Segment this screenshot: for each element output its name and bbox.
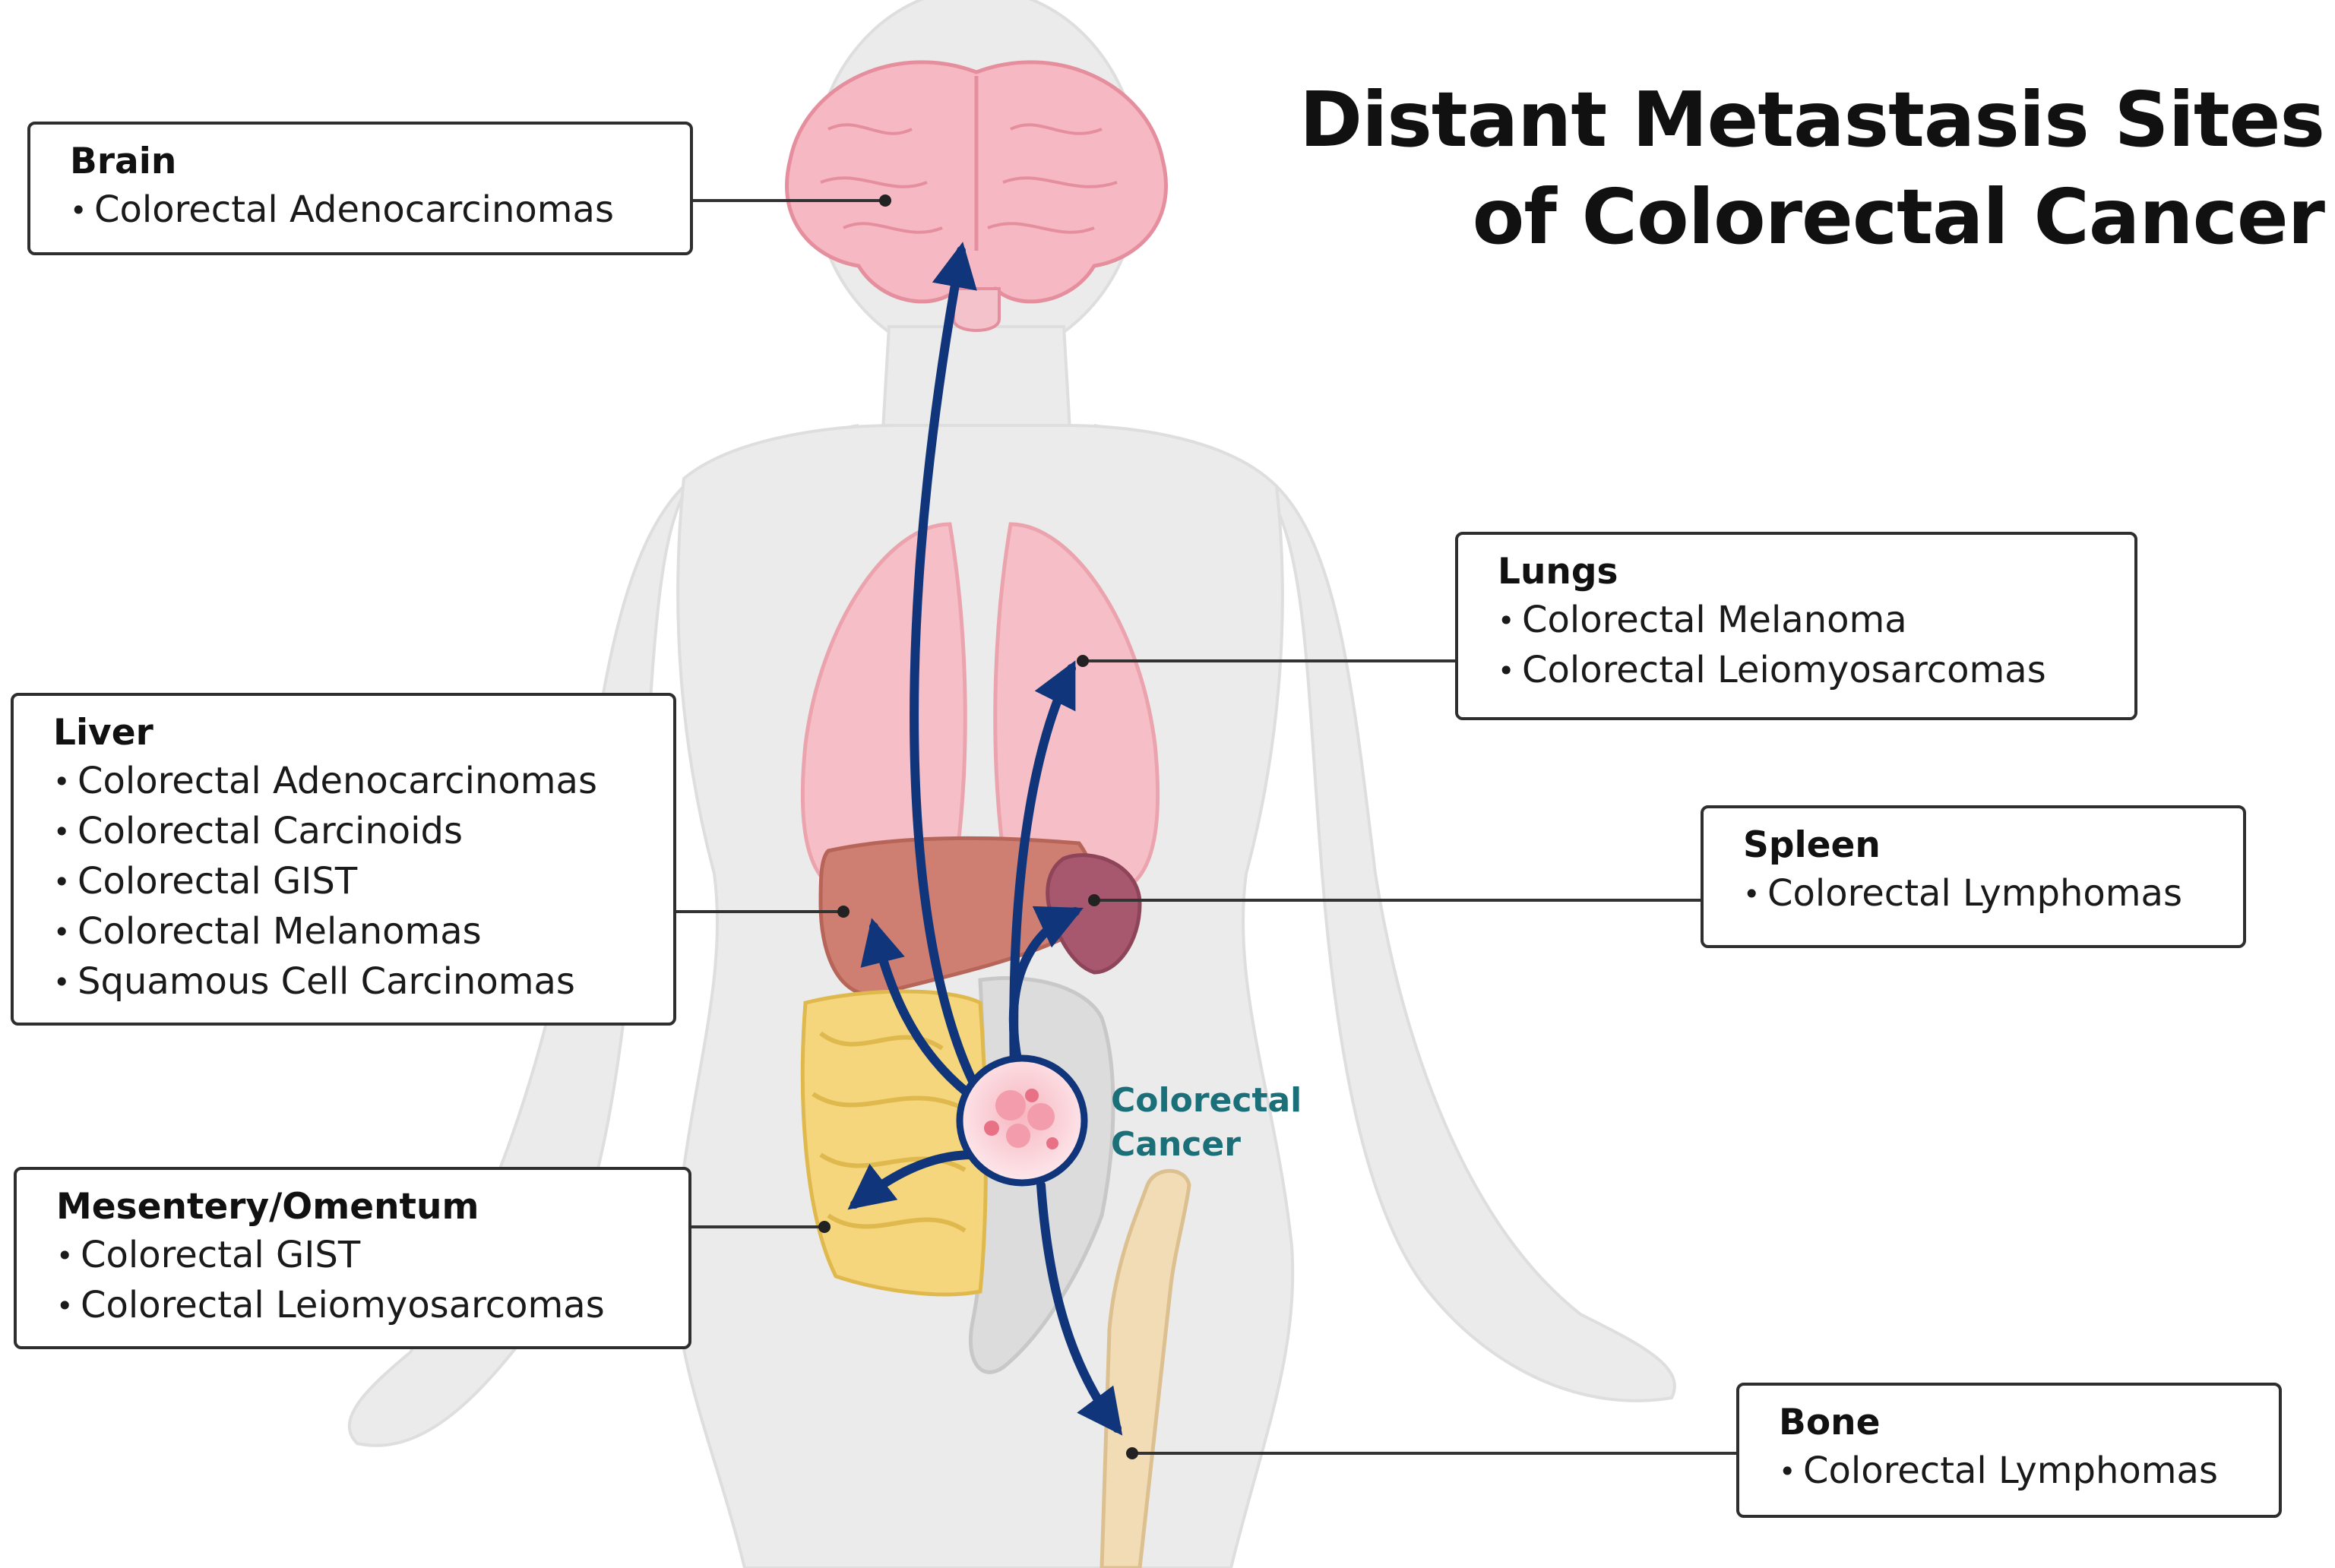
list-item: •Colorectal GIST bbox=[53, 857, 643, 907]
arrow-to-brain bbox=[910, 242, 992, 1114]
lungs-list: •Colorectal Melanoma •Colorectal Leiomyo… bbox=[1498, 596, 2104, 696]
bone-list: •Colorectal Lymphomas bbox=[1779, 1446, 2248, 1497]
liver-label-box: Liver •Colorectal Adenocarcinomas •Color… bbox=[11, 693, 676, 1026]
femur-bone bbox=[1099, 1168, 1191, 1568]
liver-title: Liver bbox=[53, 712, 153, 754]
bone-label-box: Bone •Colorectal Lymphomas bbox=[1736, 1383, 2282, 1518]
list-item: •Colorectal Melanoma bbox=[1498, 596, 2104, 646]
bullet-icon: • bbox=[1498, 604, 1515, 637]
bullet-icon: • bbox=[53, 765, 71, 798]
brain-title: Brain bbox=[70, 141, 177, 182]
mesentery-list: •Colorectal GIST •Colorectal Leiomyosarc… bbox=[56, 1231, 658, 1331]
metastasis-arrows bbox=[847, 242, 1123, 1436]
leader-dots bbox=[818, 194, 1138, 1459]
brain-list: •Colorectal Adenocarcinomas bbox=[70, 185, 660, 236]
list-item: •Colorectal Adenocarcinomas bbox=[53, 757, 643, 807]
bullet-icon: • bbox=[56, 1289, 74, 1323]
bullet-icon: • bbox=[1743, 877, 1761, 911]
brain-organ bbox=[785, 60, 1168, 332]
mesentery-title: Mesentery/Omentum bbox=[56, 1186, 479, 1228]
colorectal-tumor bbox=[956, 1054, 1088, 1187]
bullet-icon: • bbox=[56, 1239, 74, 1272]
arrow-to-spleen bbox=[1008, 906, 1084, 1068]
spleen-title: Spleen bbox=[1743, 824, 1881, 866]
cc-label-line-2: Cancer bbox=[1111, 1125, 1241, 1164]
leader-lines bbox=[676, 199, 1736, 1455]
spleen-label-box: Spleen •Colorectal Lymphomas bbox=[1701, 805, 2246, 948]
bullet-icon: • bbox=[53, 865, 71, 899]
bullet-icon: • bbox=[53, 915, 71, 949]
arrow-to-bone bbox=[1036, 1181, 1123, 1436]
bullet-icon: • bbox=[1498, 654, 1515, 688]
list-item: •Colorectal Lymphomas bbox=[1779, 1446, 2248, 1497]
brain-label-box: Brain •Colorectal Adenocarcinomas bbox=[27, 122, 693, 255]
title-line-2: of Colorectal Cancer bbox=[1472, 172, 2325, 261]
bullet-icon: • bbox=[53, 966, 71, 999]
list-item: •Colorectal GIST bbox=[56, 1231, 658, 1281]
cc-label-line-1: Colorectal bbox=[1111, 1081, 1302, 1120]
lungs-title: Lungs bbox=[1498, 551, 1618, 593]
list-item: •Colorectal Lymphomas bbox=[1743, 869, 2213, 919]
colorectal-cancer-label: Colorectal Cancer bbox=[1111, 1079, 1302, 1167]
bullet-icon: • bbox=[70, 194, 87, 227]
list-item: •Colorectal Leiomyosarcomas bbox=[1498, 646, 2104, 696]
list-item: •Colorectal Carcinoids bbox=[53, 807, 643, 857]
arrow-to-mesentery bbox=[847, 1150, 977, 1210]
list-item: •Colorectal Adenocarcinomas bbox=[70, 185, 660, 236]
mesentery-label-box: Mesentery/Omentum •Colorectal GIST •Colo… bbox=[14, 1167, 691, 1349]
title-line-1: Distant Metastasis Sites bbox=[1299, 75, 2325, 164]
list-item: •Colorectal Melanomas bbox=[53, 907, 643, 957]
arrow-to-liver bbox=[860, 918, 973, 1099]
spleen-list: •Colorectal Lymphomas bbox=[1743, 869, 2213, 919]
liver-list: •Colorectal Adenocarcinomas •Colorectal … bbox=[53, 757, 643, 1007]
list-item: •Colorectal Leiomyosarcomas bbox=[56, 1281, 658, 1331]
bone-title: Bone bbox=[1779, 1402, 1881, 1443]
bullet-icon: • bbox=[1779, 1455, 1796, 1488]
list-item: •Squamous Cell Carcinomas bbox=[53, 957, 643, 1007]
bullet-icon: • bbox=[53, 815, 71, 849]
lungs-label-box: Lungs •Colorectal Melanoma •Colorectal L… bbox=[1455, 532, 2137, 720]
